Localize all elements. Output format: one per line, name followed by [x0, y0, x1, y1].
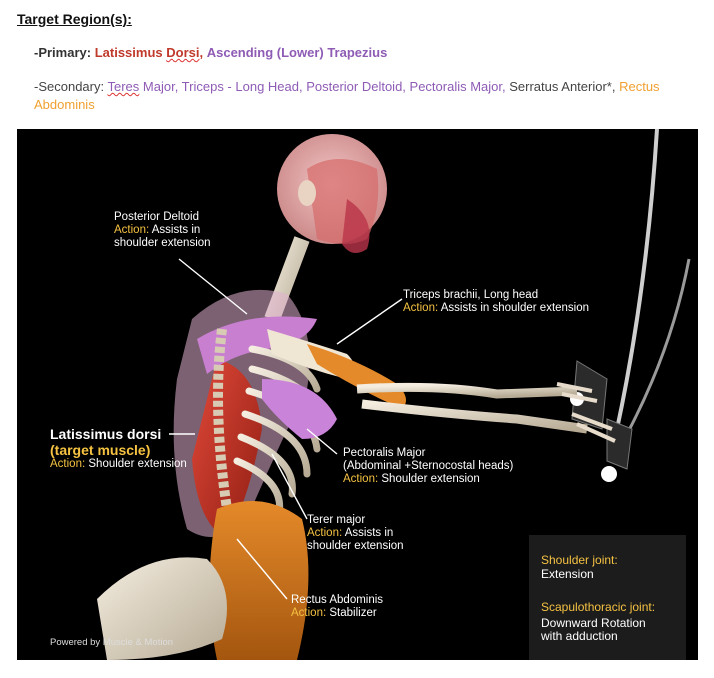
label-triceps: Triceps brachii, Long head Action: Assis…: [403, 289, 589, 315]
label-posterior-deltoid: Posterior Deltoid Action: Assists in sho…: [114, 211, 211, 250]
scapulothoracic-value-line1: Downward Rotation: [541, 616, 646, 630]
pectoralis-action-label: Action:: [343, 473, 379, 485]
joint-actions-panel: Shoulder joint: Extension Scapulothoraci…: [529, 535, 686, 660]
pectoralis-sub: (Abdominal +Sternocostal heads): [343, 460, 514, 472]
posterior-deltoid-action-label: Action:: [114, 224, 150, 236]
primary-latissimus-word1: Latissimus: [94, 45, 163, 60]
teres-action-label: Action:: [307, 527, 343, 539]
rectus-action-text: Stabilizer: [329, 607, 377, 619]
shoulder-joint-value: Extension: [541, 567, 594, 581]
rectus-action-label: Action:: [291, 607, 327, 619]
posterior-deltoid-action-b: shoulder extension: [114, 237, 211, 249]
credit-text: Powered by Muscle & Motion: [50, 637, 174, 648]
scapulothoracic-joint-title: Scapulothoracic joint:: [541, 600, 656, 614]
anatomy-illustration: [97, 129, 691, 660]
latissimus-action-label: Action:: [50, 458, 86, 470]
label-latissimus: Latissimus dorsi (target muscle) Action:…: [50, 426, 187, 471]
shoulder-joint-title: Shoulder joint:: [541, 553, 618, 567]
section-heading: Target Region(s):: [17, 11, 132, 27]
label-rectus: Rectus Abdominis Action: Stabilizer: [291, 594, 383, 620]
rectus-name: Rectus Abdominis: [291, 594, 384, 606]
primary-prefix: -Primary:: [34, 45, 92, 60]
primary-trapezius: Ascending (Lower) Trapezius: [206, 45, 388, 60]
secondary-prefix: -Secondary:: [34, 79, 105, 94]
teres-action-b: shoulder extension: [307, 540, 404, 552]
triceps-name: Triceps brachii, Long head: [403, 289, 539, 301]
triceps-action-label: Action:: [403, 302, 439, 314]
anatomy-figure: Posterior Deltoid Action: Assists in sho…: [17, 129, 698, 660]
scapulothoracic-value-line2: with adduction: [541, 629, 618, 643]
secondary-serratus: Serratus Anterior*,: [509, 79, 616, 94]
secondary-teres-word: Teres: [107, 79, 140, 94]
label-pectoralis: Pectoralis Major (Abdominal +Sternocosta…: [343, 447, 513, 486]
posterior-deltoid-action-a: Assists in: [151, 224, 201, 236]
posterior-deltoid-name: Posterior Deltoid: [114, 211, 200, 223]
teres-action-a: Assists in: [344, 527, 394, 539]
pectoralis-name: Pectoralis Major: [343, 447, 426, 459]
secondary-targets-line: -Secondary: Teres Major, Triceps - Long …: [34, 78, 694, 114]
secondary-rectus: Rectus Abdominis: [34, 79, 660, 112]
teres-name: Terer major: [307, 514, 366, 526]
secondary-purple-muscles: Major, Triceps - Long Head, Posterior De…: [142, 79, 506, 94]
primary-latissimus-word2: Dorsi,: [166, 45, 204, 60]
latissimus-action-text: Shoulder extension: [88, 458, 187, 470]
latissimus-tag: (target muscle): [50, 442, 151, 458]
latissimus-name: Latissimus dorsi: [50, 426, 162, 442]
primary-targets-line: -Primary: Latissimus Dorsi, Ascending (L…: [34, 44, 387, 62]
triceps-action-text: Assists in shoulder extension: [440, 302, 590, 314]
pectoralis-action-text: Shoulder extension: [381, 473, 480, 485]
label-teres: Terer major Action: Assists in shoulder …: [307, 514, 404, 553]
